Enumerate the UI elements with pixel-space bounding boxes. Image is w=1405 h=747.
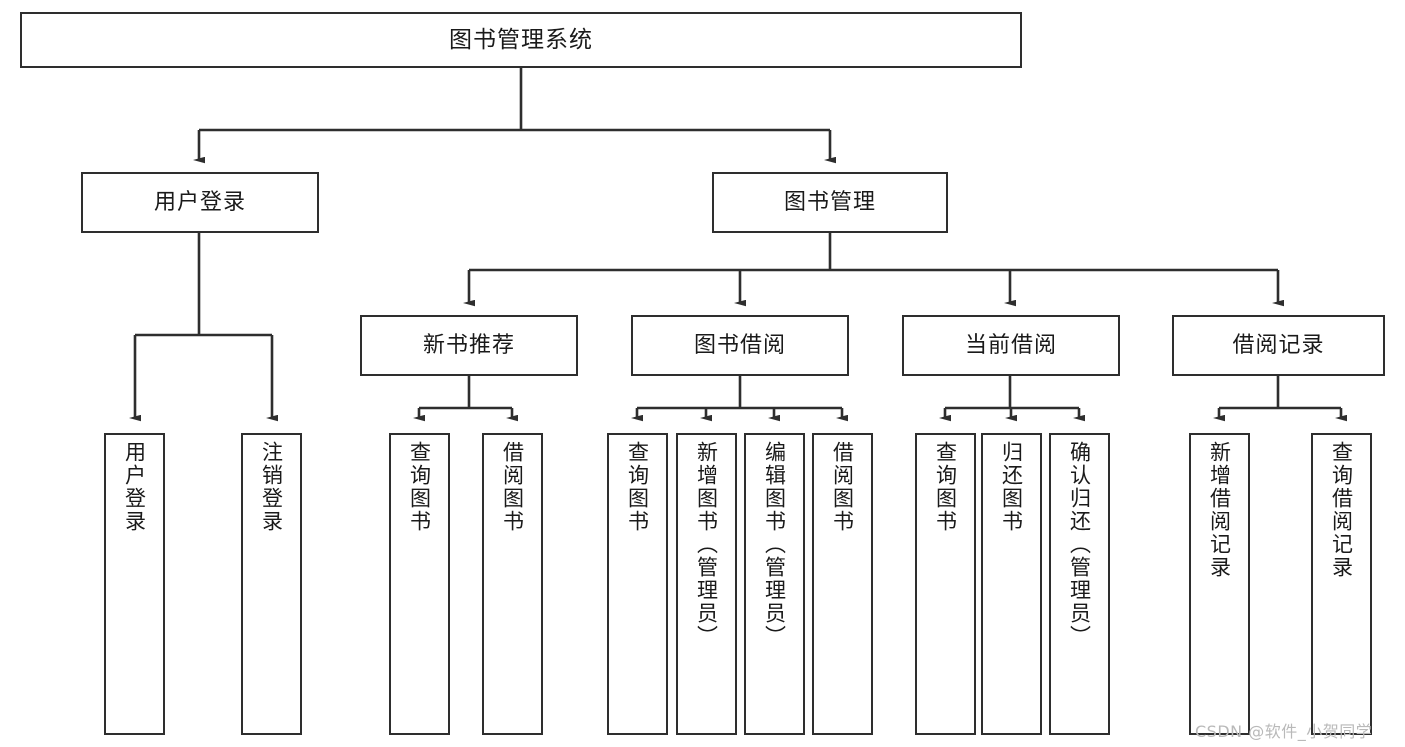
leaf-current-borrow-return-label: 归还图书 xyxy=(999,441,1024,533)
leaf-current-borrow-return[interactable]: 归还图书 xyxy=(981,433,1042,735)
leaf-book-borrow-edit-label: 编辑图书（管理员） xyxy=(762,441,787,648)
leaf-user-login-signout[interactable]: 注销登录 xyxy=(241,433,302,735)
leaf-book-borrow-query[interactable]: 查询图书 xyxy=(607,433,668,735)
node-root-system[interactable]: 图书管理系统 xyxy=(20,12,1022,68)
leaf-current-borrow-query-label: 查询图书 xyxy=(933,441,958,533)
node-borrow-record-label: 借阅记录 xyxy=(1232,332,1325,358)
watermark-text: CSDN @软件_小贺同学 xyxy=(1195,722,1373,741)
leaf-current-borrow-query[interactable]: 查询图书 xyxy=(915,433,976,735)
leaf-user-login-signout-label: 注销登录 xyxy=(259,441,284,533)
node-new-book-recommend-label: 新书推荐 xyxy=(422,332,515,358)
node-user-login[interactable]: 用户登录 xyxy=(81,172,319,233)
leaf-new-book-borrow[interactable]: 借阅图书 xyxy=(482,433,543,735)
leaf-book-borrow-edit[interactable]: 编辑图书（管理员） xyxy=(744,433,805,735)
leaf-book-borrow-query-label: 查询图书 xyxy=(625,441,650,533)
leaf-borrow-record-add[interactable]: 新增借阅记录 xyxy=(1189,433,1250,735)
leaf-book-borrow-add-label: 新增图书（管理员） xyxy=(694,441,719,648)
leaf-borrow-record-add-label: 新增借阅记录 xyxy=(1207,441,1232,579)
leaf-current-borrow-confirm-return-label: 确认归还（管理员） xyxy=(1067,441,1092,648)
leaf-book-borrow-add[interactable]: 新增图书（管理员） xyxy=(676,433,737,735)
node-book-management[interactable]: 图书管理 xyxy=(712,172,948,233)
leaf-new-book-query-label: 查询图书 xyxy=(407,441,432,533)
node-book-borrow[interactable]: 图书借阅 xyxy=(631,315,849,376)
node-root-system-label: 图书管理系统 xyxy=(449,26,593,53)
leaf-user-login-signin[interactable]: 用户登录 xyxy=(104,433,165,735)
node-user-login-label: 用户登录 xyxy=(153,189,246,215)
leaf-book-borrow-borrow[interactable]: 借阅图书 xyxy=(812,433,873,735)
leaf-current-borrow-confirm-return[interactable]: 确认归还（管理员） xyxy=(1049,433,1110,735)
node-new-book-recommend[interactable]: 新书推荐 xyxy=(360,315,578,376)
node-current-borrow-label: 当前借阅 xyxy=(964,332,1057,358)
node-book-borrow-label: 图书借阅 xyxy=(693,332,786,358)
node-borrow-record[interactable]: 借阅记录 xyxy=(1172,315,1385,376)
leaf-borrow-record-query[interactable]: 查询借阅记录 xyxy=(1311,433,1372,735)
node-current-borrow[interactable]: 当前借阅 xyxy=(902,315,1120,376)
leaf-new-book-borrow-label: 借阅图书 xyxy=(500,441,525,533)
node-book-management-label: 图书管理 xyxy=(783,189,876,215)
leaf-borrow-record-query-label: 查询借阅记录 xyxy=(1329,441,1354,579)
leaf-user-login-signin-label: 用户登录 xyxy=(122,441,147,533)
leaf-book-borrow-borrow-label: 借阅图书 xyxy=(830,441,855,533)
leaf-new-book-query[interactable]: 查询图书 xyxy=(389,433,450,735)
